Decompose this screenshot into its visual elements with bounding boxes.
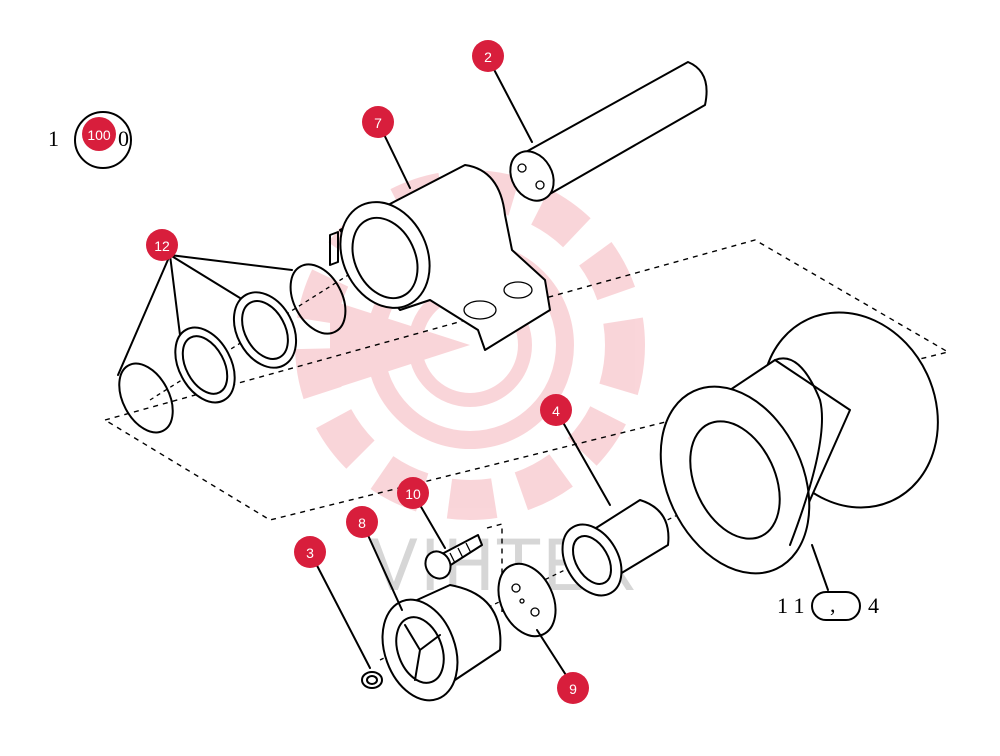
ref-top-left-prefix: 1: [48, 126, 59, 151]
callout-7-label: 7: [374, 115, 382, 131]
part-bushing: [561, 499, 670, 597]
callout-7-circle: [362, 106, 394, 138]
callout-7-badge: 7: [362, 106, 394, 138]
reference-top-left: 1 0: [48, 111, 132, 169]
callout-4-circle: [540, 394, 572, 426]
callout-12-circle: [146, 229, 178, 261]
callout-3-circle: [294, 536, 326, 568]
callout-8-circle: [346, 506, 378, 538]
ref-bottom-right-sep: ,: [830, 592, 836, 617]
part-seal-set: [118, 263, 347, 434]
part-bolt: [424, 534, 483, 580]
callout-100-circle: [82, 117, 116, 151]
callout-10-circle: [397, 477, 429, 509]
reference-bottom-right: 1 1 , 4: [777, 591, 879, 621]
ref-bottom-right-prefix: 1 1: [777, 593, 805, 618]
callout-4-badge: 4: [540, 394, 572, 426]
ref-top-left-suffix: 0: [118, 126, 129, 151]
callout-12-label: 12: [154, 238, 170, 254]
callout-100-badge: 100: [82, 117, 116, 151]
part-roller: [659, 311, 939, 575]
callout-2-label: 2: [484, 49, 492, 65]
part-pin: [509, 61, 708, 202]
callout-3-badge: 3: [294, 536, 326, 568]
callout-9-label: 9: [569, 681, 577, 697]
part-plate: [497, 562, 557, 638]
callout-3-label: 3: [306, 545, 314, 561]
callout-9-badge: 9: [557, 672, 589, 704]
callout-4-label: 4: [552, 403, 560, 419]
callout-badges: 2 3 4 7 8 9 10 12 100: [82, 40, 589, 704]
callout-8-label: 8: [358, 515, 366, 531]
callout-12-badge: 12: [146, 229, 178, 261]
ref-bottom-right-suffix: 4: [868, 593, 879, 618]
leader-lines: [117, 57, 829, 687]
callout-8-badge: 8: [346, 506, 378, 538]
part-end-cap: [381, 584, 502, 702]
callout-100-label: 100: [87, 127, 111, 143]
callout-9-circle: [557, 672, 589, 704]
part-bracket: [329, 164, 551, 351]
callout-2-badge: 2: [472, 40, 504, 72]
callout-2-circle: [472, 40, 504, 72]
part-plug: [361, 671, 383, 689]
callout-10-badge: 10: [397, 477, 429, 509]
callout-10-label: 10: [405, 486, 421, 502]
